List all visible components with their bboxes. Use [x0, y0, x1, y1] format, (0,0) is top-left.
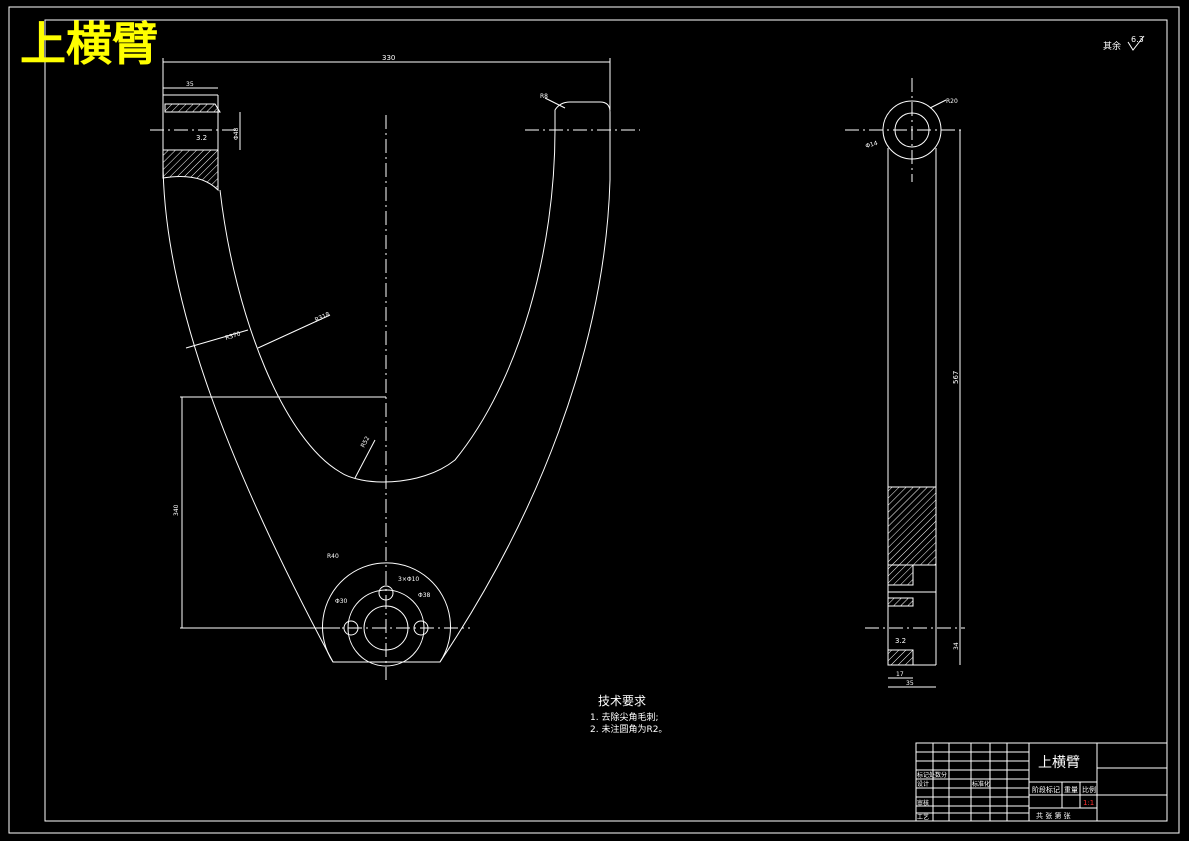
title-block-part-name: 上横臂: [1038, 755, 1080, 771]
dim-radius-outer: R370: [224, 330, 241, 342]
title-block-standard: 标准化: [972, 780, 990, 788]
dim-hole-pattern: 3×Φ10: [398, 576, 419, 583]
title-block-scale: 比例: [1082, 785, 1096, 794]
side-dim-top-r: R20: [946, 98, 958, 105]
tech-item-2: 2. 未注圆角为R2。: [590, 723, 667, 735]
side-roughness: 3.2: [895, 637, 906, 645]
surface-finish-value: 6.3: [1131, 35, 1144, 44]
dim-overall-width: 330: [382, 54, 395, 62]
front-view: 330 35 R8 R370 R318 R52 340 R40 3×Φ10 Φ3…: [150, 54, 640, 680]
title-block-scale-value: 1:1: [1083, 799, 1094, 807]
side-view: R20 Φ14 567 34 35 17 3.2: [845, 78, 965, 688]
side-dim-top-hole: Φ14: [865, 140, 879, 150]
dim-boss-dia: Φ48: [233, 127, 240, 140]
dim-top-left-width: 35: [186, 81, 194, 88]
side-dim-width: 35: [906, 680, 914, 687]
title-block-row-mark: 标记处数分: [917, 771, 947, 779]
tech-requirements: 技术要求 1. 去除尖角毛刺; 2. 未注圆角为R2。: [590, 694, 667, 735]
roughness-symbol-icon: [1127, 35, 1145, 51]
dim-pcd: Φ38: [418, 592, 431, 599]
title-block-weight: 重量: [1064, 786, 1078, 794]
title-block: 上横臂 标记处数分 设计 审核 工艺 标准化 阶段标记 重量 比例 1:1 共 …: [915, 742, 1168, 822]
dim-small: Φ30: [335, 598, 348, 605]
outer-border: [8, 6, 1180, 834]
side-dim-length: 567: [952, 371, 960, 384]
surface-finish-label: 其余: [1103, 40, 1121, 52]
tech-heading: 技术要求: [598, 694, 646, 708]
title-block-row-process: 工艺: [917, 813, 929, 821]
dim-radius-inner: R318: [314, 311, 331, 324]
dim-r-top-right: R8: [540, 93, 548, 100]
inner-border: [44, 19, 1168, 822]
dim-vertical: 340: [173, 504, 180, 516]
title-block-stage: 阶段标记: [1032, 785, 1060, 794]
roughness-left: 3.2: [196, 134, 207, 142]
title-block-row-review: 审核: [917, 799, 929, 807]
title-block-sheet-info: 共 张 第 张: [1036, 811, 1071, 820]
tech-item-1: 1. 去除尖角毛刺;: [590, 711, 658, 723]
side-dim-step: 17: [896, 671, 904, 678]
dim-r-boss: R40: [327, 553, 339, 560]
side-dim-bottom-h: 34: [953, 642, 960, 650]
dim-radius-bottom: R52: [360, 435, 372, 449]
drawing-title: 上横臂: [20, 17, 158, 71]
title-block-row-design: 设计: [917, 780, 929, 788]
